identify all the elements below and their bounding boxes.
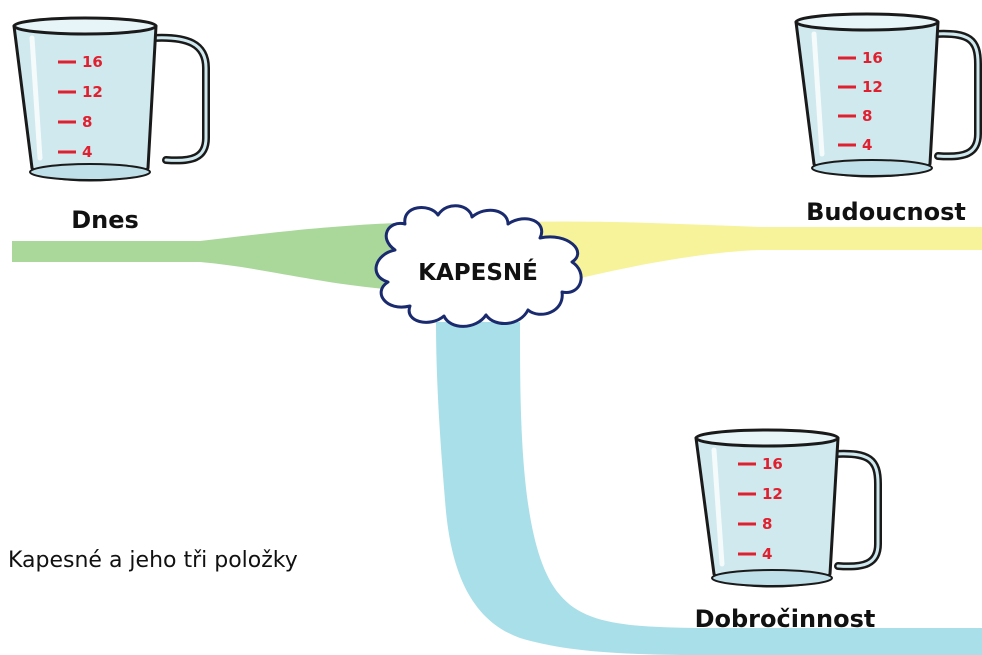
tick-label: 8 [82,113,92,131]
jug-dnes: 16 12 8 4 [12,16,210,182]
jug-scale: 16 12 8 4 [58,53,103,161]
tick-label: 12 [762,485,783,503]
jug-highlight [29,35,43,161]
jug-handle [830,449,882,571]
tick-label: 8 [862,107,872,125]
tick-label: 16 [862,49,883,67]
jug-bottom [811,159,933,177]
stream-budoucnost [520,221,982,283]
jug-bottom [29,163,151,181]
tick-label: 12 [82,83,103,101]
tick-label: 4 [82,143,92,161]
jug-handle-inner [932,32,980,158]
jug-handle-inner [150,36,208,162]
tick-label: 16 [762,455,783,473]
stream-dobrocinnost [436,322,982,655]
jug-bottom [711,569,833,587]
tick-label: 4 [762,545,772,563]
jug-highlight [711,447,725,567]
jug-label-dnes: Dnes [71,206,139,234]
jug-scale: 16 12 8 4 [838,49,883,154]
jug-handle-inner [832,452,880,568]
jug-scale: 16 12 8 4 [738,455,783,563]
jug-label-dobrocinnost: Dobročinnost [695,605,876,633]
jug-label-budoucnost: Budoucnost [806,198,966,226]
tick-label: 8 [762,515,772,533]
caption: Kapesné a jeho tři položky [8,548,298,573]
cloud-shape [374,204,583,328]
jug-highlight [811,31,825,157]
center-label: KAPESNÉ [418,258,538,286]
stream-dnes [12,222,430,292]
tick-label: 12 [862,78,883,96]
center-cloud: KAPESNÉ [374,204,583,328]
jug-rim [12,16,158,36]
jug-rim [694,428,840,448]
tick-label: 4 [862,136,872,154]
jug-budoucnost: 16 12 8 4 [794,12,982,178]
jug-dobrocinnost: 16 12 8 4 [694,428,882,588]
jug-handle [930,29,982,161]
jug-rim [794,12,940,32]
jug-handle [148,33,210,165]
tick-label: 16 [82,53,103,71]
